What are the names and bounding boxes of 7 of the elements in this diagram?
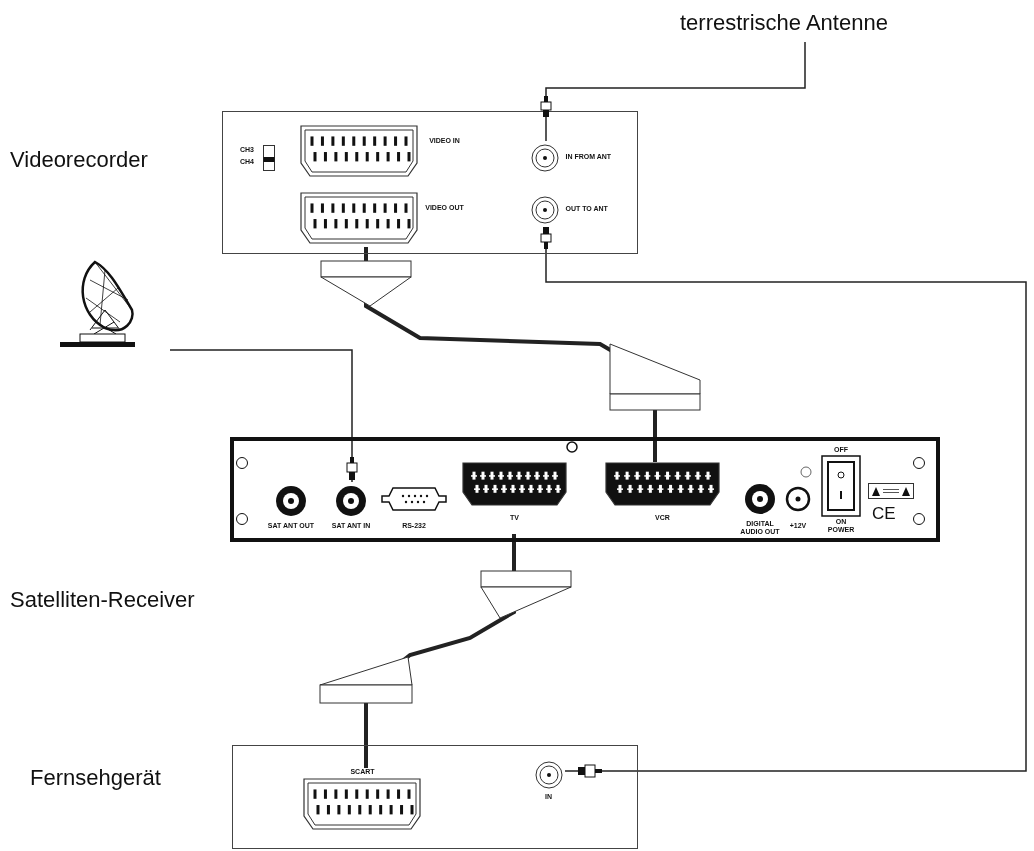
- device-label: Videorecorder: [10, 147, 148, 173]
- antenna-label: terrestrische Antenne: [680, 10, 980, 42]
- coax-cable: [545, 41, 806, 142]
- device-label: Fernsehgerät: [30, 765, 161, 791]
- device-label: Satelliten-Receiver: [10, 587, 195, 613]
- panel-text: CE: [872, 504, 896, 524]
- coax-cable: [169, 349, 353, 483]
